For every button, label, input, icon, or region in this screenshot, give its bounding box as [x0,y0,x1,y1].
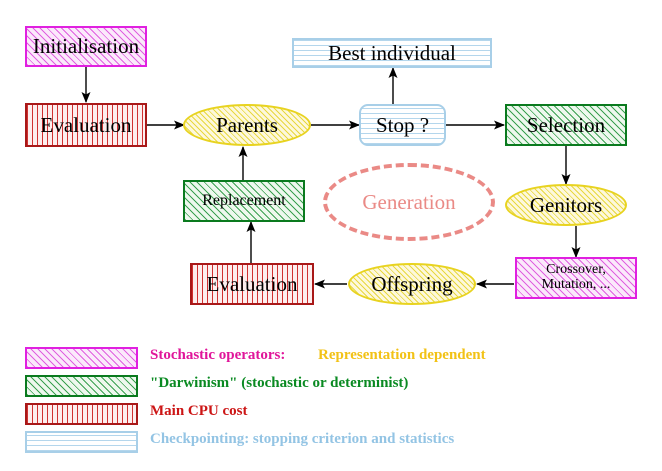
legend-label-checkpointing: Checkpointing: stopping criterion and st… [150,431,455,447]
node-evaluation-bottom-label: Evaluation [206,271,298,296]
node-parents-label: Parents [216,112,278,137]
node-evaluation-bottom[interactable]: Evaluation [190,263,314,305]
node-evaluation-top[interactable]: Evaluation [25,103,147,147]
node-offspring-label: Offspring [371,271,453,296]
node-mutation-label: Mutation, ... [541,277,611,292]
legend-swatch-stochastic [25,347,138,369]
node-replacement-label: Replacement [202,191,286,209]
legend-label-darwinism: "Darwinism" (stochastic or determinist) [150,375,409,391]
node-selection[interactable]: Selection [505,104,627,146]
node-selection-label: Selection [526,112,606,137]
node-evaluation-top-label: Evaluation [40,112,132,137]
node-best-individual-label: Best individual [328,40,456,65]
node-offspring[interactable]: Offspring [348,263,476,305]
legend-label-representation: Representation dependent [318,347,486,363]
node-stop-label: Stop ? [375,112,430,137]
node-parents[interactable]: Parents [183,104,311,146]
node-generation-label: Generation [362,189,456,214]
node-crossover-mutation[interactable]: Crossover, Mutation, ... [515,257,637,299]
legend-label-stochastic: Stochastic operators: [150,347,286,363]
node-generation: Generation [323,163,495,241]
node-stop[interactable]: Stop ? [359,104,446,146]
legend-swatch-checkpointing [25,431,138,453]
node-initialisation[interactable]: Initialisation [25,26,147,67]
node-best-individual[interactable]: Best individual [292,38,492,68]
node-genitors[interactable]: Genitors [505,184,627,226]
legend-swatch-darwinism [25,375,138,397]
node-genitors-label: Genitors [529,192,603,217]
legend-swatch-cpu-cost [25,403,138,425]
node-crossover-label: Crossover, [546,262,606,278]
node-replacement[interactable]: Replacement [183,180,305,222]
node-initialisation-label: Initialisation [32,34,140,59]
legend-label-cpu-cost: Main CPU cost [150,403,248,419]
